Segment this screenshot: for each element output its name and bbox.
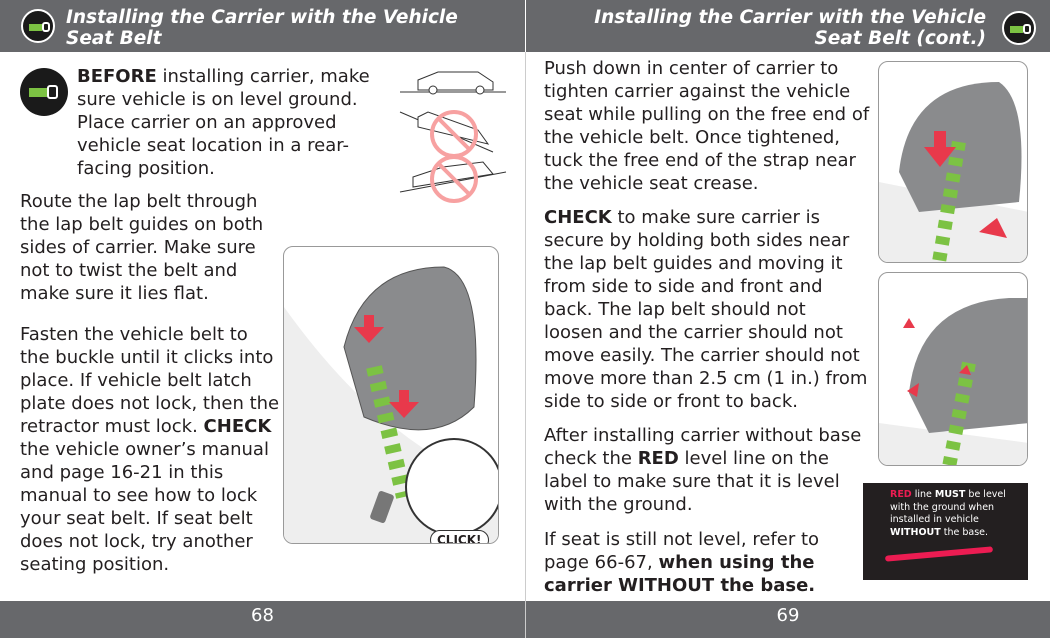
- after-paragraph: After installing carrier without base ch…: [544, 425, 862, 515]
- level-paragraph: If seat is still not level, refer to pag…: [544, 529, 820, 596]
- check-paragraph: CHECK to make sure carrier is secure by …: [544, 207, 868, 412]
- fasten-paragraph: Fasten the vehicle belt to the buckle un…: [20, 324, 280, 575]
- seat-belt-icon: [20, 68, 68, 116]
- red-level-line: [884, 546, 994, 562]
- before-paragraph: BEFORE installing carrier, make sure veh…: [77, 66, 370, 179]
- level-line-label: RED line MUST be level with the ground w…: [863, 483, 1028, 580]
- click-label: CLICK!: [430, 530, 489, 543]
- seat-belt-icon: [21, 9, 55, 43]
- route-paragraph: Route the lap belt through the lap belt …: [20, 191, 264, 304]
- push-down-illustration: [878, 61, 1028, 263]
- buckle-illustration: CLICK!: [283, 246, 499, 544]
- seat-belt-icon: [1002, 11, 1036, 45]
- page-divider: [525, 52, 526, 638]
- check-movement-illustration: [878, 272, 1028, 466]
- left-page-number: 68: [0, 601, 525, 638]
- push-paragraph: Push down in center of carrier to tighte…: [544, 58, 870, 194]
- right-page-number: 69: [526, 601, 1050, 638]
- level-ground-illustration: [399, 71, 507, 203]
